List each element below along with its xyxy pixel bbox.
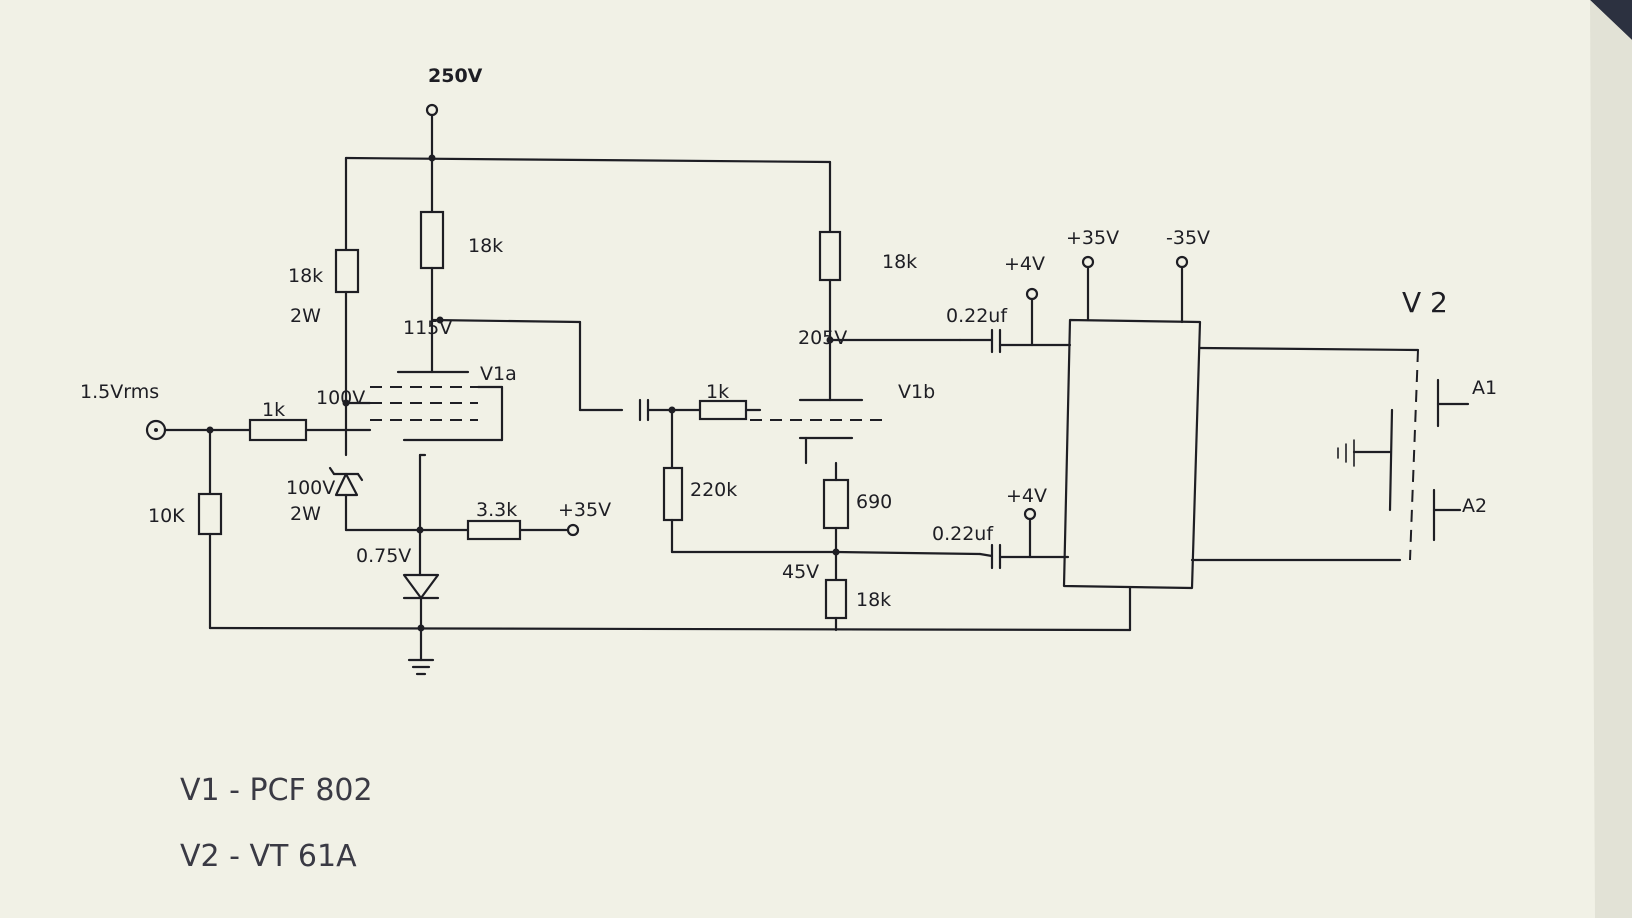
label-18k-top: 18k	[468, 235, 503, 257]
supply-terminal-250v	[425, 103, 439, 160]
supply-rail	[344, 156, 832, 164]
legend-v2: V2 - VT 61A	[180, 839, 357, 874]
ground-bus	[208, 626, 1132, 632]
capacitor-bottom	[990, 507, 1070, 570]
label-v1a: V1a	[480, 363, 517, 385]
zener-diode-100v	[328, 466, 422, 532]
legend-v1: V1 - PCF 802	[180, 773, 373, 808]
label-plus4-top: +4V	[1004, 253, 1045, 275]
label-plus35-a: +35V	[558, 499, 611, 521]
label-690: 690	[856, 491, 892, 513]
label-3k3: 3.3k	[476, 499, 517, 521]
resistor-18k-2w	[334, 156, 360, 457]
label-minus35: -35V	[1166, 227, 1210, 249]
label-zener-w: 2W	[290, 503, 321, 525]
label-115v: 115V	[403, 317, 452, 339]
resistor-1k-input	[248, 418, 372, 442]
label-plus4-bottom: +4V	[1006, 485, 1047, 507]
resistor-1k-grid	[698, 399, 762, 421]
resistor-10k	[197, 428, 223, 630]
tube-v1b	[750, 419, 890, 465]
label-2w-a: 2W	[290, 305, 321, 327]
label-205v: 205V	[798, 327, 847, 349]
resistor-220k	[662, 408, 838, 554]
crt-v2	[1337, 349, 1470, 561]
paper-shadow	[1590, 0, 1632, 918]
resistor-18k-plate-v1a	[419, 156, 445, 374]
label-10k: 10K	[148, 505, 185, 527]
label-220k: 220k	[690, 479, 737, 501]
label-a2: A2	[1462, 495, 1487, 517]
label-100v-node: 100V	[316, 387, 365, 409]
label-18k-right: 18k	[882, 251, 917, 273]
label-1k-input: 1k	[262, 399, 285, 421]
deflection-amplifier-block	[1062, 255, 1420, 590]
label-v1b: V1b	[898, 381, 935, 403]
label-zener-v: 100V	[286, 477, 335, 499]
label-45v: 45V	[782, 561, 819, 583]
resistor-3k3	[418, 519, 580, 541]
label-18k-2w: 18k	[288, 265, 323, 287]
resistor-18k-cathode	[824, 578, 848, 632]
label-a1: A1	[1472, 377, 1497, 399]
label-cap-top: 0.22uf	[946, 305, 1008, 327]
label-18k-bottom: 18k	[856, 589, 891, 611]
label-plus35-b: +35V	[1066, 227, 1119, 249]
label-250v: 250V	[428, 65, 483, 87]
resistor-690	[822, 478, 850, 582]
label-input: 1.5Vrms	[80, 381, 159, 403]
ground-symbol	[407, 658, 435, 676]
label-v2: V 2	[1402, 286, 1448, 319]
label-cap-bottom: 0.22uf	[932, 523, 994, 545]
label-1k-grid: 1k	[706, 381, 729, 403]
label-075v: 0.75V	[356, 545, 411, 567]
tube-v1a	[344, 370, 504, 442]
